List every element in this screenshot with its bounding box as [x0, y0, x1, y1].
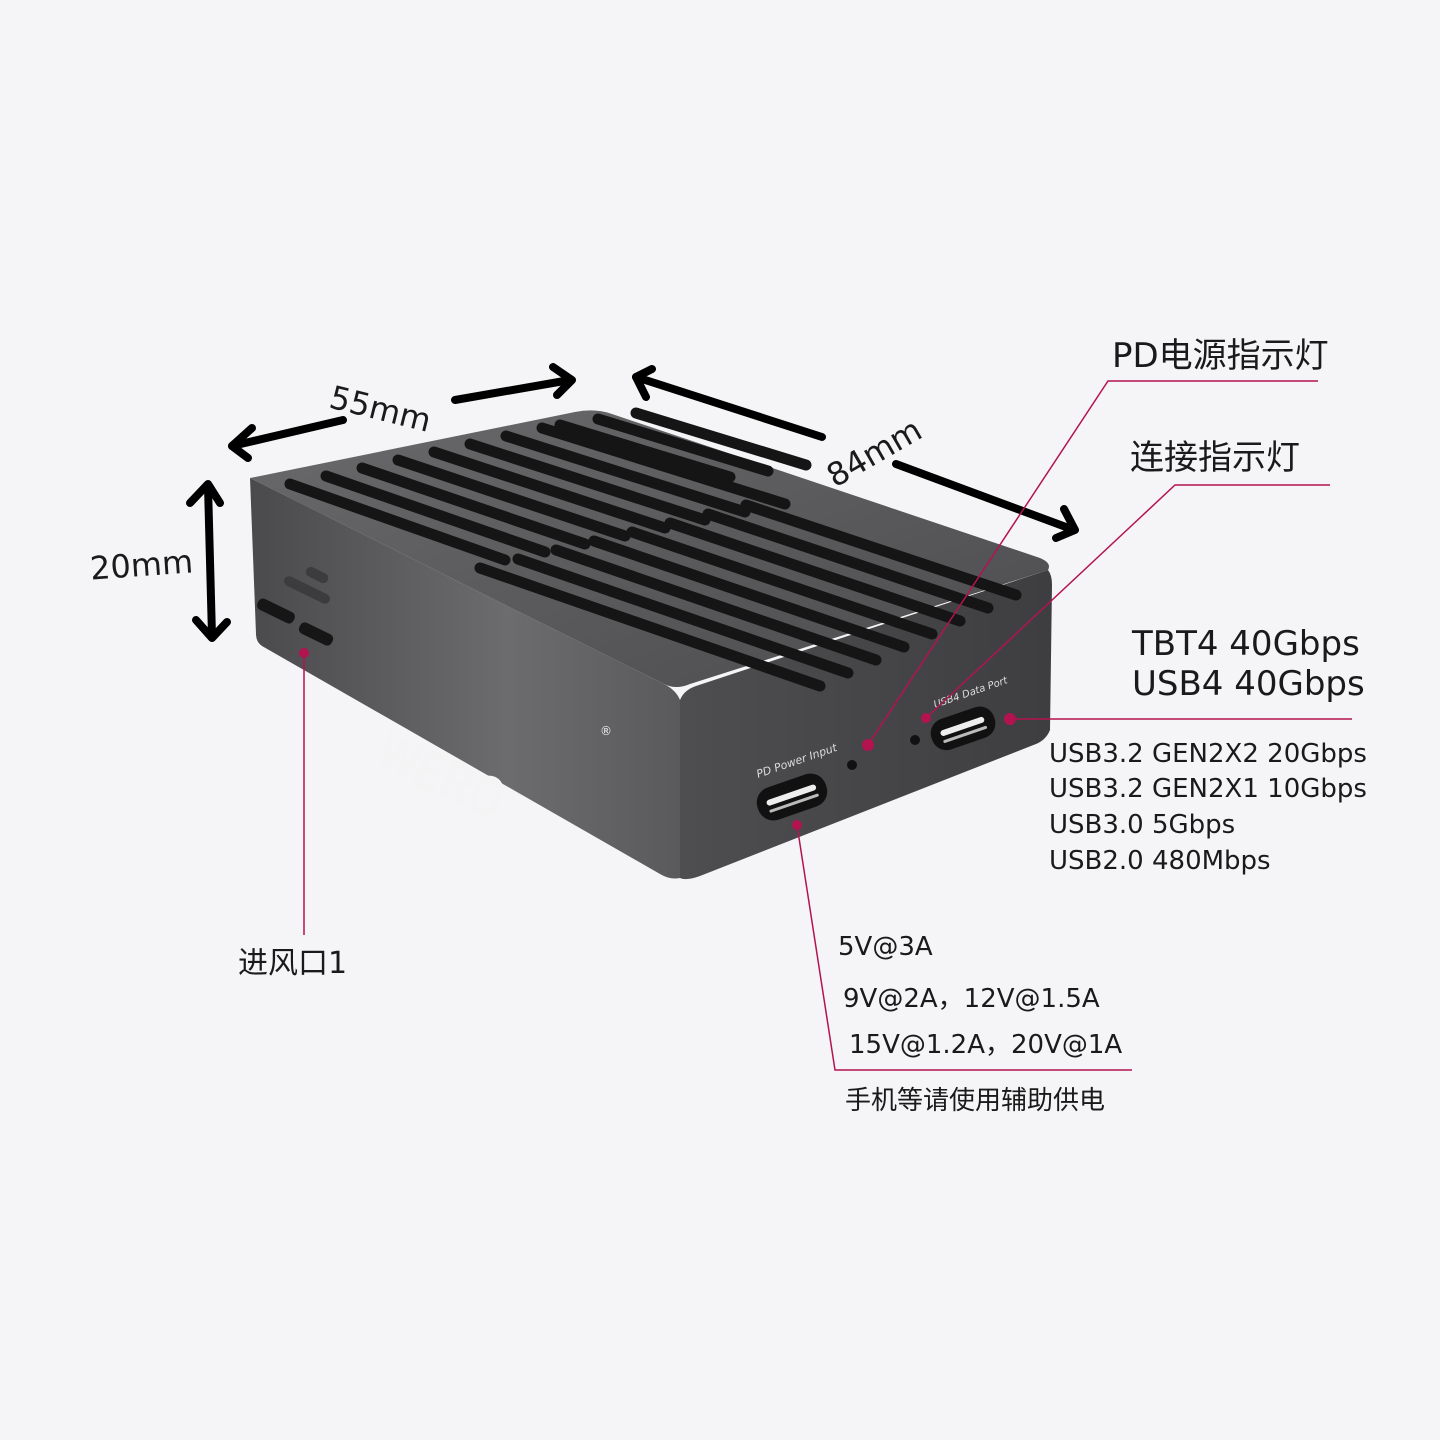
vent-slot	[550, 544, 882, 666]
vent-slot	[474, 562, 826, 692]
vent-slot	[664, 517, 966, 627]
vent-slot	[536, 422, 791, 510]
callout-dots	[299, 648, 1016, 830]
vent-slot	[356, 462, 591, 550]
pd-indicator-label: PD电源指示灯	[1112, 336, 1329, 376]
usb-c-data-port	[930, 706, 996, 751]
link-indicator-label: 连接指示灯	[1130, 438, 1300, 478]
vent-slot	[500, 430, 751, 518]
vent-slot	[428, 446, 671, 534]
vent-slot	[630, 407, 812, 471]
power-spec-3: 15V@1.2A，20V@1A	[849, 1030, 1123, 1060]
vent-slot	[588, 535, 910, 653]
power-spec-2: 9V@2A，12V@1.5A	[843, 984, 1100, 1014]
power-note: 手机等请使用辅助供电	[845, 1086, 1106, 1116]
device-side-face	[250, 478, 680, 879]
air-inlet-label: 进风口1	[238, 946, 348, 981]
vent-slot	[392, 454, 631, 542]
air-inlet-vents	[257, 566, 334, 646]
vent-slot	[464, 438, 711, 526]
data-port-compat-spec-1: USB3.2 GEN2X2 20Gbps	[1049, 739, 1367, 769]
power-spec-1: 5V@3A	[838, 932, 933, 962]
data-port-compat-spec-2: USB3.2 GEN2X1 10Gbps	[1049, 774, 1367, 804]
data-port-main-spec-2: USB4 40Gbps	[1132, 664, 1365, 704]
usb-c-power-port	[756, 773, 828, 821]
vent-slot	[740, 499, 1022, 601]
vent-slot	[554, 419, 736, 483]
vent-slot	[512, 553, 854, 679]
pd-led-hole	[847, 760, 857, 770]
vent-slot	[702, 508, 994, 614]
vent-slot	[626, 526, 938, 640]
data-port-compat-spec-3: USB3.0 5Gbps	[1049, 810, 1236, 840]
dimension-arrows	[186, 363, 1079, 642]
link-led-hole	[910, 735, 920, 745]
vent-slot	[592, 413, 774, 477]
dimension-height: 20mm	[88, 542, 195, 588]
vent-slots	[284, 407, 1022, 692]
vent-slot	[320, 470, 551, 558]
brand-registered-mark: ®	[600, 724, 612, 738]
device-body: PD Power Input USB4 Data Port WERO ®	[250, 407, 1052, 880]
callout-lines	[303, 380, 1352, 1071]
data-port-compat-spec-4: USB2.0 480Mbps	[1049, 846, 1271, 876]
vent-slot	[284, 478, 511, 566]
data-port-main-spec-1: TBT4 40Gbps	[1132, 624, 1360, 664]
